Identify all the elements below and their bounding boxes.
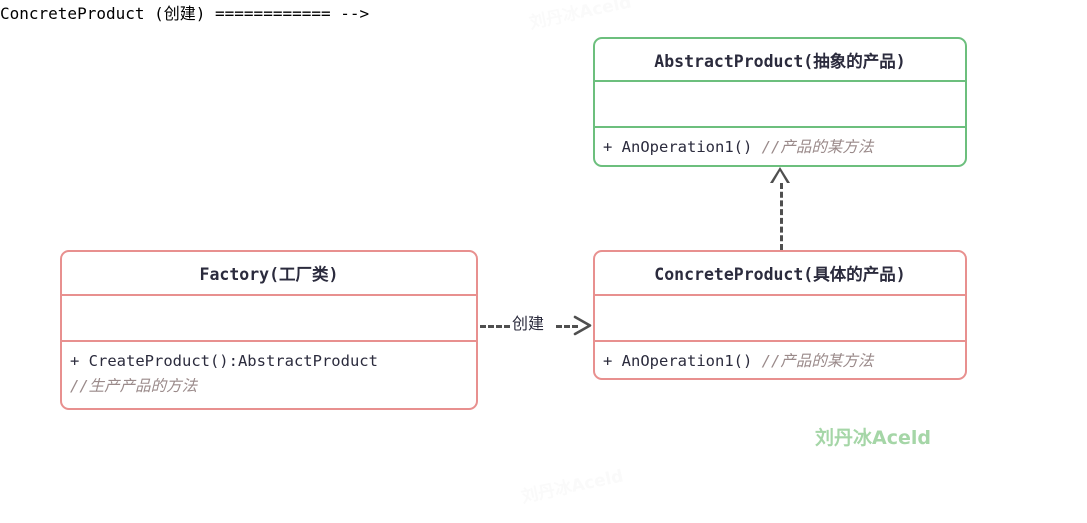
dependency-label-create: 创建 — [510, 314, 547, 333]
class-attributes-concrete-product — [595, 294, 965, 340]
watermark-faint-top: 刘丹冰Aceld — [527, 0, 634, 34]
dependency-open-arrowhead — [573, 315, 592, 336]
operation-comment: //生产产品的方法 — [70, 377, 198, 395]
operation-row: + CreateProduct():AbstractProduct — [70, 349, 476, 374]
class-title-abstract-product: AbstractProduct(抽象的产品) — [654, 51, 906, 71]
watermark-faint-bottom: 刘丹冰Aceld — [519, 466, 626, 508]
watermark-author: 刘丹冰Aceld — [815, 427, 931, 449]
dependency-dashed-line-left — [480, 325, 510, 328]
operation-row: + AnOperation1() //产品的某方法 — [603, 349, 965, 374]
class-attributes-factory — [62, 294, 476, 340]
operation-row: + AnOperation1() //产品的某方法 — [603, 135, 965, 160]
realization-dashed-line — [780, 183, 783, 250]
operation-signature: + CreateProduct():AbstractProduct — [70, 352, 378, 370]
class-operations-concrete-product: + AnOperation1() //产品的某方法 — [595, 340, 965, 378]
operation-comment: //产品的某方法 — [761, 138, 874, 156]
class-box-abstract-product[interactable]: AbstractProduct(抽象的产品) + AnOperation1() … — [593, 37, 967, 167]
operation-signature: + AnOperation1() — [603, 352, 753, 370]
operation-signature: + AnOperation1() — [603, 138, 753, 156]
class-operations-factory: + CreateProduct():AbstractProduct //生产产品… — [62, 340, 476, 408]
class-operations-abstract-product: + AnOperation1() //产品的某方法 — [595, 126, 965, 165]
operation-row: //生产产品的方法 — [70, 374, 476, 399]
class-box-factory[interactable]: Factory(工厂类) + CreateProduct():AbstractP… — [60, 250, 478, 410]
class-box-concrete-product[interactable]: ConcreteProduct(具体的产品) + AnOperation1() … — [593, 250, 967, 380]
class-title-factory: Factory(工厂类) — [199, 265, 339, 284]
class-title-concrete-product: ConcreteProduct(具体的产品) — [654, 265, 906, 284]
operation-comment: //产品的某方法 — [761, 352, 874, 370]
class-attributes-abstract-product — [595, 80, 965, 126]
dependency-dashed-line-right — [556, 325, 578, 328]
